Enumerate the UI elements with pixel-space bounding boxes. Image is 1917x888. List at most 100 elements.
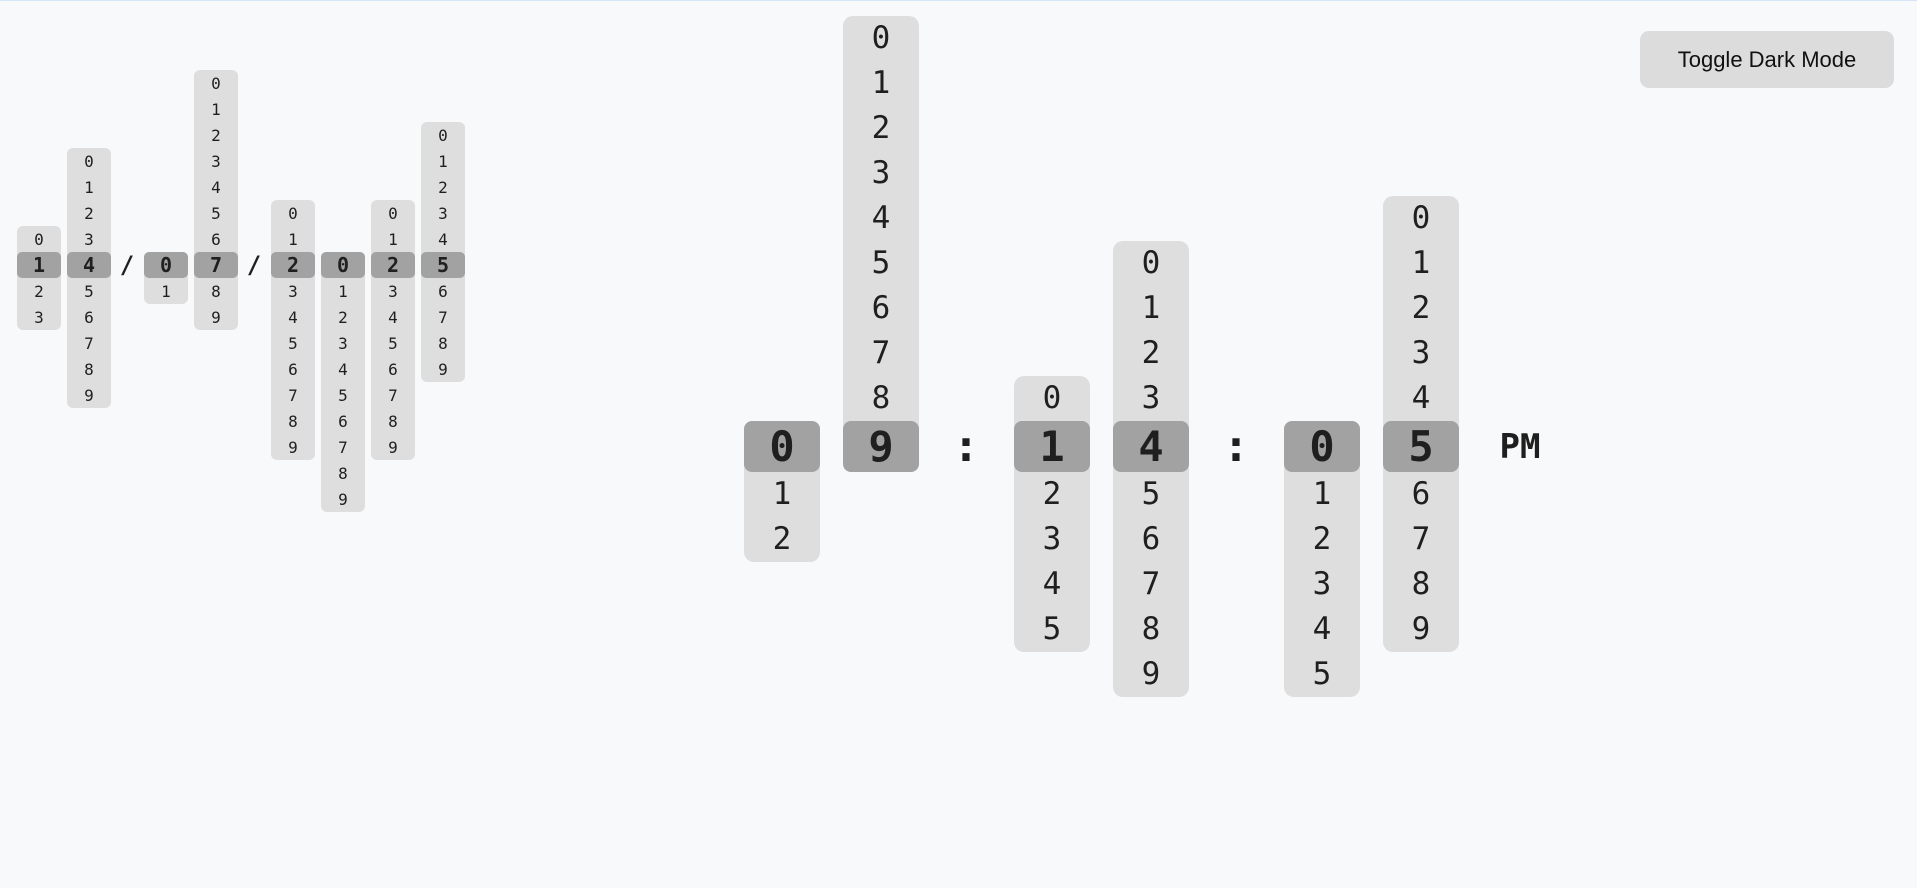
- digit-selected[interactable]: 5: [1383, 420, 1459, 472]
- digit-option[interactable]: 4: [1411, 380, 1431, 416]
- digit-selected[interactable]: 7: [194, 252, 238, 278]
- digit-option[interactable]: 0: [34, 229, 44, 249]
- digit-option[interactable]: 1: [84, 177, 94, 197]
- digit-option[interactable]: 7: [1411, 521, 1431, 557]
- digit-option[interactable]: 2: [338, 307, 348, 327]
- digit-option[interactable]: 2: [1141, 335, 1161, 371]
- time-column-hour-tens[interactable]: 0 1 2: [744, 420, 820, 562]
- digit-option[interactable]: 5: [288, 333, 298, 353]
- digit-option[interactable]: 3: [288, 281, 298, 301]
- digit-option[interactable]: 5: [84, 281, 94, 301]
- digit-selected[interactable]: 0: [144, 252, 188, 278]
- digit-option[interactable]: 5: [1141, 476, 1161, 512]
- digit-option[interactable]: 9: [288, 437, 298, 457]
- digit-option[interactable]: 8: [871, 380, 891, 416]
- digit-option[interactable]: 7: [871, 335, 891, 371]
- digit-option[interactable]: 0: [1411, 200, 1431, 236]
- digit-option[interactable]: 2: [211, 125, 221, 145]
- digit-option[interactable]: 2: [438, 177, 448, 197]
- digit-option[interactable]: 0: [211, 73, 221, 93]
- digit-option[interactable]: 7: [84, 333, 94, 353]
- digit-option[interactable]: 8: [388, 411, 398, 431]
- digit-option[interactable]: 1: [1141, 290, 1161, 326]
- digit-option[interactable]: 1: [161, 281, 171, 301]
- digit-option[interactable]: 6: [388, 359, 398, 379]
- digit-option[interactable]: 6: [438, 281, 448, 301]
- digit-option[interactable]: 1: [288, 229, 298, 249]
- digit-option[interactable]: 0: [288, 203, 298, 223]
- digit-option[interactable]: 3: [1312, 566, 1332, 602]
- digit-option[interactable]: 4: [438, 229, 448, 249]
- digit-selected[interactable]: 0: [744, 420, 820, 472]
- digit-option[interactable]: 3: [84, 229, 94, 249]
- digit-option[interactable]: 2: [34, 281, 44, 301]
- digit-option[interactable]: 1: [338, 281, 348, 301]
- digit-option[interactable]: 0: [871, 20, 891, 56]
- digit-option[interactable]: 9: [388, 437, 398, 457]
- digit-option[interactable]: 5: [871, 245, 891, 281]
- digit-selected[interactable]: 2: [271, 252, 315, 278]
- digit-selected[interactable]: 1: [17, 252, 61, 278]
- digit-option[interactable]: 9: [211, 307, 221, 327]
- digit-option[interactable]: 2: [1312, 521, 1332, 557]
- digit-option[interactable]: 8: [338, 463, 348, 483]
- digit-option[interactable]: 3: [388, 281, 398, 301]
- digit-option[interactable]: 6: [84, 307, 94, 327]
- digit-option[interactable]: 3: [438, 203, 448, 223]
- digit-option[interactable]: 2: [772, 521, 792, 557]
- digit-option[interactable]: 8: [288, 411, 298, 431]
- digit-option[interactable]: 1: [1312, 476, 1332, 512]
- digit-option[interactable]: 8: [1141, 611, 1161, 647]
- digit-option[interactable]: 6: [211, 229, 221, 249]
- digit-selected[interactable]: 0: [321, 252, 365, 278]
- digit-option[interactable]: 0: [84, 151, 94, 171]
- digit-selected[interactable]: 0: [1284, 420, 1360, 472]
- digit-option[interactable]: 2: [1411, 290, 1431, 326]
- digit-option[interactable]: 1: [871, 65, 891, 101]
- digit-option[interactable]: 1: [388, 229, 398, 249]
- toggle-dark-mode-button[interactable]: Toggle Dark Mode: [1640, 31, 1894, 88]
- digit-option[interactable]: 4: [211, 177, 221, 197]
- digit-option[interactable]: 9: [438, 359, 448, 379]
- digit-option[interactable]: 9: [1411, 611, 1431, 647]
- digit-option[interactable]: 5: [338, 385, 348, 405]
- digit-option[interactable]: 4: [871, 200, 891, 236]
- digit-option[interactable]: 3: [1411, 335, 1431, 371]
- digit-option[interactable]: 6: [338, 411, 348, 431]
- digit-option[interactable]: 9: [1141, 656, 1161, 692]
- digit-selected[interactable]: 2: [371, 252, 415, 278]
- digit-selected[interactable]: 9: [843, 420, 919, 472]
- digit-option[interactable]: 0: [1042, 380, 1062, 416]
- digit-option[interactable]: 5: [211, 203, 221, 223]
- digit-option[interactable]: 1: [438, 151, 448, 171]
- digit-option[interactable]: 4: [338, 359, 348, 379]
- digit-option[interactable]: 9: [84, 385, 94, 405]
- digit-option[interactable]: 2: [1042, 476, 1062, 512]
- digit-option[interactable]: 4: [1312, 611, 1332, 647]
- digit-option[interactable]: 1: [772, 476, 792, 512]
- digit-selected[interactable]: 4: [1113, 420, 1189, 472]
- digit-option[interactable]: 8: [1411, 566, 1431, 602]
- digit-option[interactable]: 3: [338, 333, 348, 353]
- digit-option[interactable]: 2: [84, 203, 94, 223]
- digit-option[interactable]: 6: [1411, 476, 1431, 512]
- digit-option[interactable]: 6: [871, 290, 891, 326]
- digit-option[interactable]: 5: [1312, 656, 1332, 692]
- digit-option[interactable]: 3: [211, 151, 221, 171]
- digit-option[interactable]: 7: [438, 307, 448, 327]
- digit-option[interactable]: 9: [338, 489, 348, 509]
- digit-option[interactable]: 3: [871, 155, 891, 191]
- digit-option[interactable]: 7: [1141, 566, 1161, 602]
- digit-option[interactable]: 1: [1411, 245, 1431, 281]
- digit-option[interactable]: 6: [288, 359, 298, 379]
- digit-selected[interactable]: 1: [1014, 420, 1090, 472]
